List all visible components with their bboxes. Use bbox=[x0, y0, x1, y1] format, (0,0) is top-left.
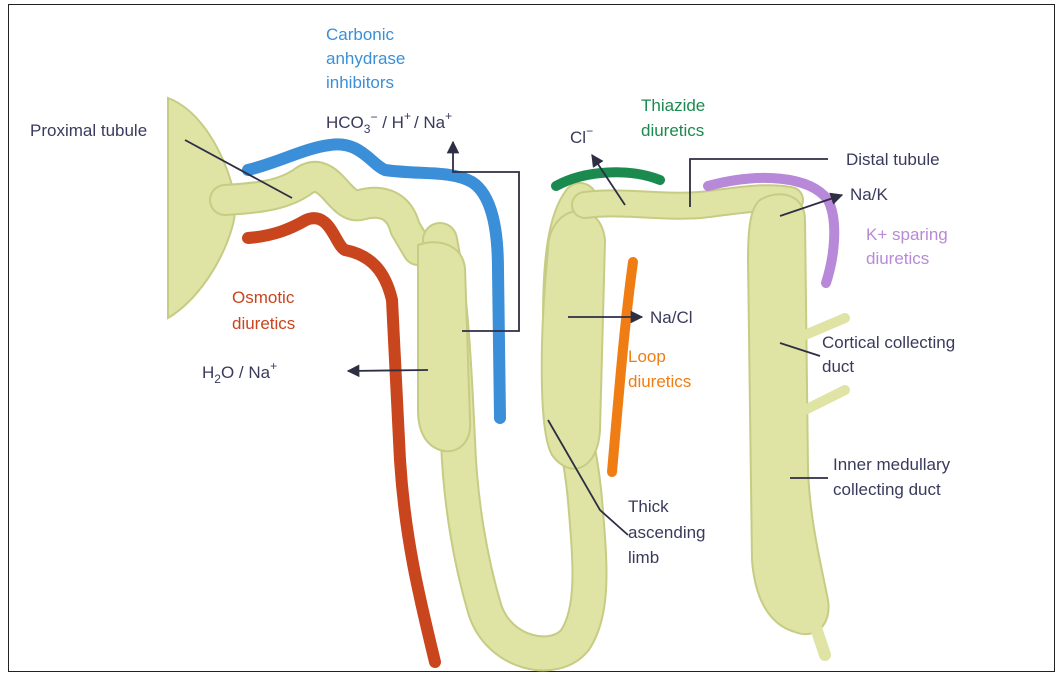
osmotic-band bbox=[248, 218, 435, 662]
label-cl: Cl− bbox=[570, 124, 593, 147]
loop-band bbox=[612, 262, 633, 472]
label-loop-2: diuretics bbox=[628, 372, 691, 391]
label-thick-1: Thick bbox=[628, 497, 669, 516]
label-nak: Na/K bbox=[850, 185, 888, 204]
label-h2o: H2O / Na+ bbox=[202, 359, 277, 386]
label-inner-2: collecting duct bbox=[833, 480, 941, 499]
papillary-duct-tip bbox=[815, 625, 825, 655]
thick-ascending-segment bbox=[542, 211, 605, 469]
label-carbonic-2: anhydrase bbox=[326, 49, 405, 68]
label-loop-1: Loop bbox=[628, 347, 666, 366]
label-thiazide-2: diuretics bbox=[641, 121, 704, 140]
label-thick-2: ascending bbox=[628, 523, 706, 542]
label-thiazide-1: Thiazide bbox=[641, 96, 705, 115]
arrow-h2o bbox=[348, 370, 428, 371]
label-thick-3: limb bbox=[628, 548, 659, 567]
label-inner-1: Inner medullary bbox=[833, 455, 951, 474]
label-ksparing-1: K+ sparing bbox=[866, 225, 948, 244]
label-hco3: HCO3− / H+/ Na+ bbox=[326, 109, 452, 136]
descending-segment bbox=[418, 242, 470, 451]
label-carbonic-3: inhibitors bbox=[326, 73, 394, 92]
label-osmotic-2: diuretics bbox=[232, 314, 295, 333]
label-carbonic-1: Carbonic bbox=[326, 25, 395, 44]
label-cortical-1: Cortical collecting bbox=[822, 333, 955, 352]
label-osmotic-1: Osmotic bbox=[232, 288, 295, 307]
collecting-duct-branch-lower bbox=[805, 390, 845, 410]
label-proximal-tubule: Proximal tubule bbox=[30, 121, 147, 140]
label-ksparing-2: diuretics bbox=[866, 249, 929, 268]
collecting-duct bbox=[748, 194, 829, 634]
label-distal-tubule: Distal tubule bbox=[846, 150, 940, 169]
label-cortical-2: duct bbox=[822, 357, 854, 376]
label-nacl: Na/Cl bbox=[650, 308, 693, 327]
